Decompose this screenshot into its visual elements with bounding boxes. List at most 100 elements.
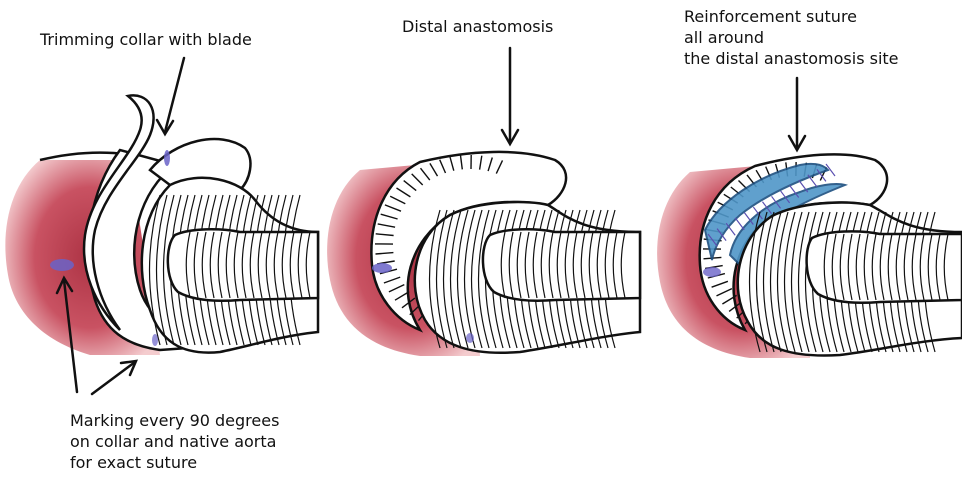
ring-segment [401,297,416,309]
graft-rib [193,231,199,299]
graft-tube [481,228,642,302]
suture-stitch [807,174,818,188]
suture-stitch [743,212,754,225]
suture-stitch [789,185,800,198]
marking-90deg [466,333,474,343]
suture-stitch [761,201,772,215]
graft-rib [935,233,941,301]
graft-rib [209,231,215,299]
graft-rib [604,231,610,299]
graft-rib [620,231,626,299]
graft-rib [895,233,901,301]
graft-rib [783,211,796,353]
graft-rib [863,233,869,301]
marking-90deg [50,259,74,271]
arrow-to-collar-marking-head [119,359,139,377]
graft-rib [790,211,803,353]
ring-segment [375,251,394,255]
suture-stitch [816,169,827,182]
marking-90deg [164,150,170,166]
panel-reinforcement-suture [657,153,962,358]
ring-segment [495,160,504,174]
tube-corrugation-ribs [185,231,311,299]
graft-rib [887,233,893,301]
graft-rib [217,231,223,299]
graft-rib [855,233,861,301]
suture-stitch [752,206,763,220]
arrow-to-collar-blade-head [155,118,175,137]
graft-rib [155,194,168,346]
ring-segment [377,223,396,228]
graft-rib [769,211,782,353]
graft-rib [943,233,949,301]
graft-rib [612,231,618,299]
graft-rib [470,209,483,349]
graft-rib [572,231,578,299]
graft-rib [225,231,231,299]
ring-segment [375,233,394,237]
graft-rib [548,231,554,299]
graft-rib [508,231,514,299]
graft-rib [435,209,448,349]
graft-rib [428,209,441,349]
graft-rib [257,231,263,299]
graft-rib [797,211,810,353]
marking-90deg [703,267,721,277]
panel-trimming-collar [5,94,320,355]
graft-rib [185,231,191,299]
graft-rib [449,209,462,349]
ring-segment [459,155,463,170]
graft-rib [596,231,602,299]
graft-rib [755,211,768,353]
suture-stitch [780,190,791,204]
arrow-to-collar-blade [163,56,186,134]
graft-rib [442,209,455,349]
graft-rib [148,194,161,346]
graft-rib [911,233,917,301]
graft-rib [762,211,775,353]
suture-stitch [725,222,736,236]
ring-segment [487,157,493,172]
graft-rib [249,231,255,299]
suture-stitch [825,163,836,177]
ring-segment [389,195,406,205]
graft-rib [273,231,279,299]
ring-segment [716,287,733,297]
graft-rib [903,233,909,301]
graft-rib [289,231,295,299]
arrow-to-collar-marking [90,360,137,396]
graft-rib [297,231,303,299]
graft-rib [532,231,538,299]
suture-stitch [707,233,718,247]
graft-rib [847,233,853,301]
graft-rib [879,233,885,301]
graft-rib [823,233,829,301]
ring-segment [711,280,729,288]
graft-rib [871,233,877,301]
graft-rib [477,209,490,349]
graft-rib [201,231,207,299]
ring-segment [388,283,405,293]
marking-90deg [152,334,158,346]
graft-rib [233,231,239,299]
ring-segment [411,173,424,186]
arrow-to-aorta-marking-head [55,275,74,295]
suture-stitch [734,217,745,231]
suture-stitch [798,179,809,193]
arrow-to-reinforcement-suture-head [787,134,807,153]
graft-rib [516,231,522,299]
graft-rib [500,231,506,299]
trimming-blade [82,94,155,331]
ring-segment [403,180,417,192]
graft-rib [588,231,594,299]
graft-rib [804,211,817,353]
arrow-to-distal-anastomosis-head [500,128,520,147]
graft-rib [831,233,837,301]
graft-rib [927,233,933,301]
graft-rib [305,231,311,299]
panel-distal-anastomosis [327,150,642,356]
graft-rib [556,231,562,299]
tube-corrugation-ribs [823,233,949,301]
ring-segment [394,291,410,301]
